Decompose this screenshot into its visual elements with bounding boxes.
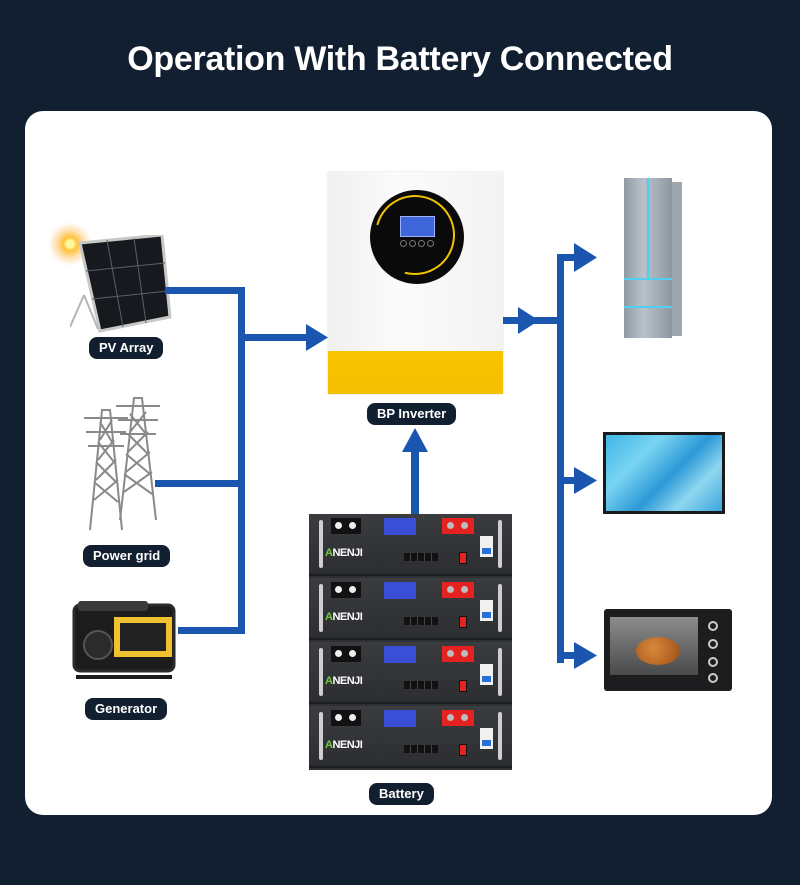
label-battery: Battery — [369, 783, 434, 805]
label-generator: Generator — [85, 698, 168, 720]
label-power-grid: Power grid — [83, 545, 171, 567]
power-tower-icon — [84, 397, 160, 531]
battery-module: ANENJI — [309, 514, 512, 576]
inverter-buttons — [400, 240, 434, 248]
generator-icon — [72, 601, 176, 679]
battery-module: ANENJI — [309, 578, 512, 640]
solar-panel-graphic — [70, 235, 172, 333]
label-pv-array: PV Array — [89, 337, 164, 359]
battery-module: ANENJI — [309, 706, 512, 768]
inverter-display-ring — [360, 180, 470, 290]
oven-icon — [604, 609, 732, 691]
label-bp-inverter: BP Inverter — [367, 403, 457, 425]
inverter-icon — [328, 172, 503, 394]
inverter-lcd — [400, 216, 435, 237]
battery-module: ANENJI — [309, 642, 512, 704]
inverter-yellow-panel — [328, 351, 503, 394]
television-icon — [603, 432, 725, 514]
page-title: Operation With Battery Connected — [127, 40, 673, 78]
battery-rack-icon: ANENJI ANENJI ANENJI ANENJI — [309, 514, 512, 770]
